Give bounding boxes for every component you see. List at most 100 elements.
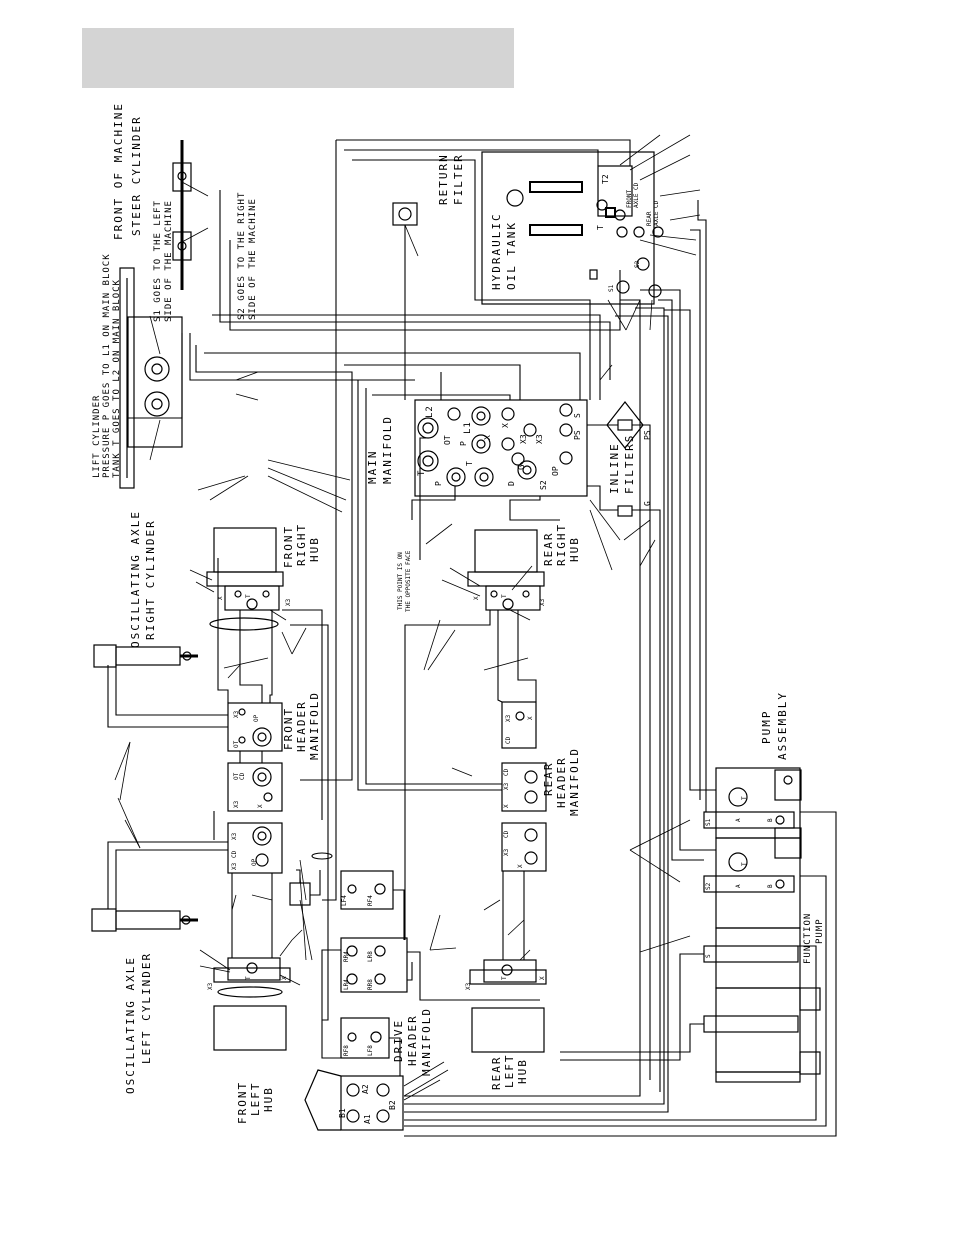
rear-right-hub-label-2: RIGHT — [555, 523, 568, 566]
oil-tank-label: OIL TANK — [505, 221, 518, 290]
port-s-main: S — [573, 413, 582, 418]
port-x-frh: X — [217, 596, 224, 600]
port-x-rhm: X — [503, 804, 510, 808]
port-ps-main: PS — [573, 430, 582, 440]
port-s1-pump: S1 — [705, 818, 712, 826]
port-d-main: D — [507, 481, 516, 486]
osc-left-cylinder — [91, 908, 198, 932]
port-t-frh: T — [245, 594, 252, 598]
front-left-hub-label-2: LEFT — [249, 1082, 262, 1117]
front-header-label-3: MANIFOLD — [308, 691, 321, 760]
port-x-rhm-2: X — [517, 864, 524, 868]
port-op-main: OP — [551, 466, 560, 476]
port-b-pump-2: B — [767, 884, 774, 888]
port-x3-rrh: X3 — [539, 598, 546, 606]
port-b2: B2 — [388, 1100, 397, 1110]
s2-note-label: S2 GOES TO THE RIGHT — [237, 192, 247, 320]
port-a1: A1 — [363, 1114, 372, 1124]
port-x3-flh: X3 — [207, 982, 214, 990]
rear-left-hub — [469, 959, 547, 1053]
port-lr4: LR4 — [343, 979, 350, 990]
osc-right-label: OSCILLATING AXLE — [129, 510, 142, 648]
port-x3-flb: X3 — [231, 832, 238, 840]
port-s2-tank: S2 — [634, 260, 641, 268]
port-x-rxb: X — [527, 716, 534, 720]
port-x-fhm: X — [257, 804, 264, 808]
front-left-hub — [213, 957, 291, 1051]
front-right-hub — [206, 527, 284, 631]
rear-header-label-2: HEADER — [555, 756, 568, 808]
front-right-hub-label-2: RIGHT — [295, 523, 308, 566]
inline-label: INLINE — [608, 442, 621, 494]
port-cd-rhm-2: CD — [503, 830, 510, 838]
port-t-pump-2: T — [741, 862, 748, 866]
front-left-hub-label: FRONT — [236, 1081, 249, 1124]
port-t-flh: T — [245, 976, 252, 980]
drive-manifold-label: MANIFOLD — [420, 1007, 433, 1076]
header-band — [82, 28, 514, 88]
port-t-pump: T — [741, 796, 748, 800]
return-filter-label: RETURN — [437, 153, 450, 205]
rear-left-hub-label-3: HUB — [516, 1058, 529, 1084]
port-t-lift: T — [465, 461, 474, 466]
function-pump-label: PUMP — [815, 918, 825, 944]
port-x3-rxb: X3 — [505, 714, 512, 722]
return-filter-label-2: FILTER — [452, 153, 465, 205]
port-x-rlh: X — [539, 976, 546, 980]
port-s1-tank: S1 — [608, 284, 615, 292]
port-g-filter: G — [643, 501, 652, 506]
front-right-hub-label: FRONT — [282, 525, 295, 568]
port-cd-rhm: CD — [503, 768, 510, 776]
return-filter — [392, 202, 418, 226]
port-t-tank: T — [596, 225, 605, 230]
port-a-pump-2: A — [735, 884, 742, 888]
port-rr4: RR4 — [343, 951, 350, 962]
port-t-main: T — [417, 470, 427, 476]
port-x3-flb-2: X3 — [231, 862, 238, 870]
port-p-main: P — [434, 481, 443, 486]
drive-header-manifold — [304, 870, 408, 1131]
port-cd-flb: CD — [231, 850, 238, 858]
port-x3-main-2: X3 — [535, 434, 544, 444]
pump-assembly — [703, 767, 821, 1083]
leader-lines — [114, 134, 701, 1101]
port-x-rrh: X — [473, 596, 480, 600]
osc-left-label-2: LEFT CYLINDER — [140, 952, 153, 1064]
lift-pressure-label: PRESSURE P GOES TO L1 ON MAIN BLOCK — [102, 253, 112, 478]
port-x3-fhm: X3 — [233, 710, 240, 718]
opposite-face-note-2: THE OPPOSITE FACE — [405, 550, 412, 612]
port-x3-rlh: X3 — [465, 982, 472, 990]
main-label: MAIN — [366, 450, 379, 485]
filters-label: FILTERS — [623, 434, 636, 494]
lift-tank-label: TANK T GOES TO L2 ON MAIN BLOCK — [112, 279, 122, 478]
pump-label: PUMP — [760, 710, 773, 745]
port-cd-rxb: CD — [505, 736, 512, 744]
steer-cylinder-label: STEER CYLINDER — [130, 115, 143, 236]
port-p-lift: P — [459, 441, 468, 446]
port-s2-pump: S2 — [705, 882, 712, 890]
port-ot-fhm: OT — [233, 740, 240, 748]
port-s2-main: S2 — [539, 480, 548, 490]
rear-axle-cd-label-2: AXLE CD — [653, 200, 660, 226]
drive-label: DRIVE — [392, 1019, 405, 1062]
port-a2: A2 — [361, 1084, 370, 1094]
port-x3-rhm: X3 — [503, 782, 510, 790]
osc-right-label-2: RIGHT CYLINDER — [144, 519, 157, 640]
port-x-main: X — [483, 435, 492, 440]
port-g-main: G — [517, 464, 527, 470]
port-b-pump: B — [767, 818, 774, 822]
port-t-rlh: T — [501, 976, 508, 980]
port-lf8: LF8 — [367, 1045, 374, 1056]
front-left-hub-label-3: HUB — [262, 1086, 275, 1112]
assembly-label: ASSEMBLY — [776, 691, 789, 760]
text-labels: FRONT OF MACHINE STEER CYLINDER S1 GOES … — [92, 102, 825, 1124]
front-axle-cd-label-2: AXLE CD — [633, 182, 640, 208]
steer-cylinder — [172, 140, 192, 290]
port-a-pump: A — [735, 818, 742, 822]
front-axle-cd-label: FRONT — [626, 190, 633, 208]
port-cd-fhm: CD — [239, 772, 246, 780]
port-lr8: LR8 — [367, 951, 374, 962]
port-l1: L1 — [463, 421, 473, 434]
osc-right-cylinder — [93, 644, 198, 668]
